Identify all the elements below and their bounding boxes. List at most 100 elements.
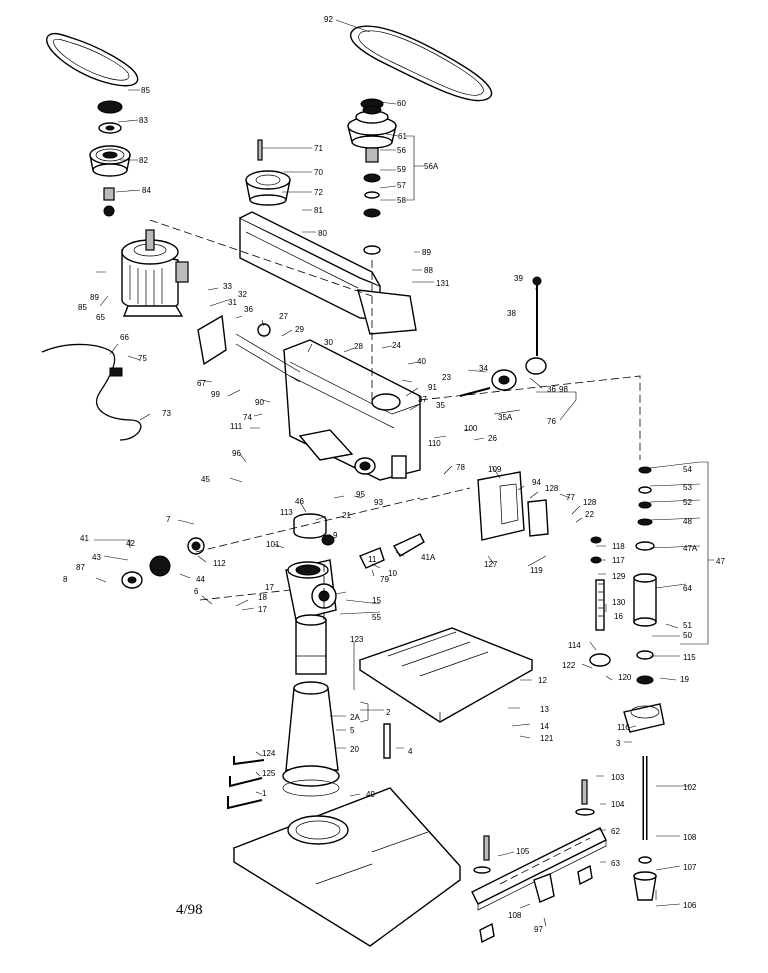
callout: 116 [617, 723, 630, 732]
callout: 8 [63, 575, 68, 584]
column-collar [293, 513, 335, 546]
callout: 113 [280, 508, 293, 517]
callout: 38 [507, 309, 516, 318]
callout: 4 [408, 747, 413, 756]
callout: 88 [424, 266, 433, 275]
callout: 35 [436, 401, 445, 410]
alignment-lines [149, 219, 641, 620]
feed-handle [459, 276, 547, 397]
callout: 36 [244, 305, 253, 314]
callout: 48 [683, 517, 692, 526]
callout: 123 [350, 635, 364, 644]
callout: 51 [683, 621, 692, 630]
callout: 79 [380, 575, 389, 584]
callout: 49 [366, 790, 375, 799]
callout: 54 [683, 465, 692, 474]
callout: 76 [547, 417, 556, 426]
callout: 2 [386, 708, 391, 717]
callout: 17 [265, 583, 274, 592]
callout: 109 [488, 465, 502, 474]
callout: 87 [76, 563, 85, 572]
callout: 1 [262, 789, 267, 798]
callout: 60 [397, 99, 406, 108]
callout: 75 [138, 354, 147, 363]
callout: 77 [566, 493, 575, 502]
callout: 104 [611, 800, 625, 809]
callout: 47 [716, 557, 725, 566]
callout: 11 [368, 555, 377, 564]
callout: 118 [612, 542, 625, 551]
callout: 100 [464, 424, 478, 433]
callout: 39 [514, 274, 523, 283]
callout: 19 [680, 675, 689, 684]
crank-handle [359, 533, 425, 569]
callout: 128 [583, 498, 597, 507]
motor-pulley-stack [89, 100, 131, 217]
callout: 112 [213, 559, 226, 568]
callout: 23 [442, 373, 451, 382]
callout: 41 [80, 534, 89, 543]
callout: 125 [262, 769, 276, 778]
callout: 41A [421, 553, 436, 562]
callout: 3 [616, 739, 621, 748]
callout: 103 [611, 773, 625, 782]
callout: 119 [530, 566, 543, 575]
spindle-pulley-stack [347, 98, 397, 255]
callout: 15 [372, 596, 381, 605]
belt-large [350, 25, 493, 102]
callout: 67 [197, 379, 206, 388]
callout: 90 [255, 398, 264, 407]
callout: 115 [683, 653, 696, 662]
callout: 95 [356, 490, 365, 499]
callout: 57 [397, 181, 406, 190]
callout: 63 [611, 859, 620, 868]
power-cord [41, 343, 142, 441]
callout: 37 [418, 395, 427, 404]
callout: 53 [683, 483, 692, 492]
callout: 7 [166, 515, 171, 524]
callout: 85 [141, 86, 150, 95]
leader-lines [94, 19, 714, 927]
table-bracket [285, 559, 337, 621]
callout: 89 [422, 248, 431, 257]
callout: 29 [295, 325, 304, 334]
callout: 40 [417, 357, 426, 366]
callout: 56 [397, 146, 406, 155]
callout: 108 [508, 911, 522, 920]
callout: 46 [295, 497, 304, 506]
hex-keys [227, 723, 391, 810]
callout: 131 [436, 279, 450, 288]
head-casting [283, 339, 421, 481]
callout: 80 [318, 229, 327, 238]
callout: 9 [333, 531, 338, 540]
callout: 16 [614, 612, 623, 621]
callout: 105 [516, 847, 530, 856]
work-table [358, 627, 534, 723]
callout: 21 [342, 511, 351, 520]
callout: 30 [324, 338, 333, 347]
callout: 2A [350, 713, 360, 722]
rack [589, 536, 611, 667]
callout: 61 [398, 132, 407, 141]
callout: 18 [258, 593, 267, 602]
callout: 97 [534, 925, 543, 934]
callout: 42 [126, 539, 135, 548]
spring-assembly [121, 537, 205, 589]
depth-stop [477, 471, 549, 541]
callout: 127 [484, 560, 498, 569]
callout: 36 [547, 385, 556, 394]
callout: 117 [612, 556, 625, 565]
callout: 20 [350, 745, 359, 754]
callout: 120 [618, 673, 632, 682]
callout: 24 [392, 341, 401, 350]
callout: 102 [683, 783, 697, 792]
base [232, 787, 462, 947]
callout: 17 [258, 605, 267, 614]
callout: 58 [397, 196, 406, 205]
callout: 121 [540, 734, 554, 743]
callout: 44 [196, 575, 205, 584]
callout: 83 [139, 116, 148, 125]
callout-labels: 92 85 83 82 84 60 61 56 59 57 58 56A 71 … [63, 15, 725, 934]
callout: 129 [612, 572, 626, 581]
